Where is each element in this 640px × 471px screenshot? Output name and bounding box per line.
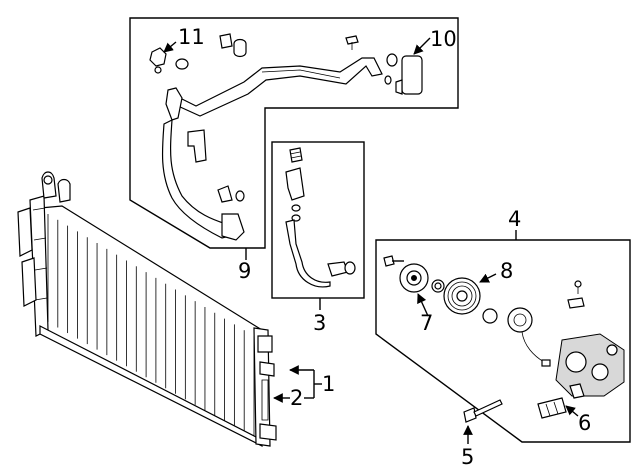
- callout-5: 5: [461, 445, 474, 469]
- callout-10: 10: [430, 27, 457, 51]
- callout-1-2-leaders: [273, 365, 322, 403]
- callout-11: 11: [178, 25, 205, 49]
- condenser-fins: [47, 214, 255, 438]
- compressor-bolt: [463, 399, 503, 444]
- callout-7: 7: [420, 311, 433, 335]
- callout-3: 3: [313, 311, 326, 335]
- liquid-line-panel: [271, 141, 365, 299]
- callout-2: 2: [290, 386, 303, 410]
- hose-assembly-panel: [129, 17, 459, 249]
- callout-6: 6: [578, 411, 591, 435]
- callout-1: 1: [322, 372, 335, 396]
- condenser-assembly: [17, 171, 277, 447]
- callout-8: 8: [500, 259, 513, 283]
- compressor-panel: [375, 239, 631, 443]
- callout-4: 4: [508, 207, 521, 231]
- callout-9: 9: [238, 259, 251, 283]
